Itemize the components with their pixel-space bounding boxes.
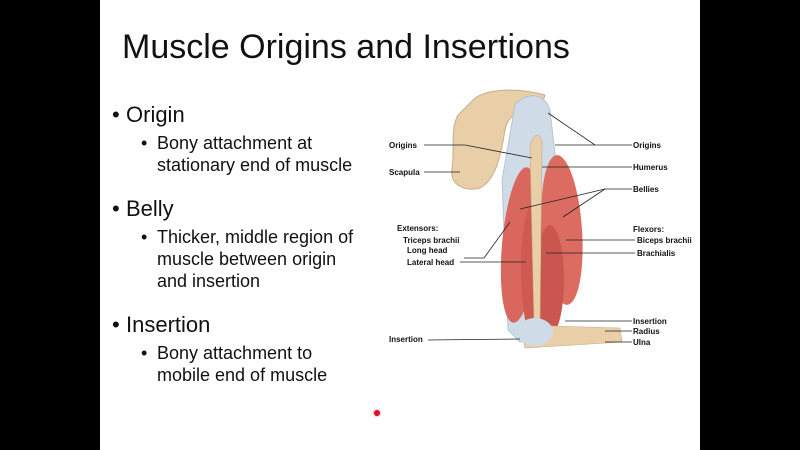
slide: Muscle Origins and Insertions •Origin •B… — [100, 0, 700, 450]
sub-bullet-origin: • Bony attachment at stationary end of mu… — [141, 132, 352, 176]
label-ulna: Ulna — [633, 338, 651, 347]
bullet-label: Insertion — [126, 312, 211, 337]
bullet-icon: • — [141, 343, 148, 363]
label-triceps: Triceps brachii — [403, 236, 459, 245]
bullet-belly: •Belly — [112, 196, 174, 222]
sub-bullet-text: Bony attachment at stationary end of mus… — [157, 133, 353, 175]
bullet-insertion: •Insertion — [112, 312, 210, 338]
label-biceps: Biceps brachii — [637, 236, 692, 245]
sub-bullet-text: Bony attachment to mobile end of muscle — [157, 343, 328, 385]
label-insertion-left: Insertion — [389, 335, 423, 344]
label-bellies: Bellies — [633, 185, 659, 194]
bullet-origin: •Origin — [112, 102, 185, 128]
bullet-icon: • — [141, 133, 148, 153]
bullet-icon: • — [112, 102, 120, 127]
bullet-label: Origin — [126, 102, 185, 127]
bullet-icon: • — [141, 227, 148, 247]
bullet-label: Belly — [126, 196, 174, 221]
label-humerus: Humerus — [633, 163, 668, 172]
label-origins-left: Origins — [389, 141, 418, 150]
sub-bullet-insertion: • Bony attachment to mobile end of muscle — [141, 342, 327, 386]
scapula-shape — [451, 89, 546, 190]
laser-pointer-cursor — [374, 410, 380, 416]
label-long-head: Long head — [407, 246, 448, 255]
label-origins-right: Origins — [633, 141, 662, 150]
sub-bullet-belly: • Thicker, middle region of muscle betwee… — [141, 226, 353, 292]
label-lateral-head: Lateral head — [407, 258, 454, 267]
label-insertion-right: Insertion — [633, 317, 667, 326]
humerus-shape — [529, 135, 543, 323]
label-scapula: Scapula — [389, 168, 420, 177]
brachialis — [536, 225, 564, 335]
label-brachialis: Brachialis — [637, 249, 676, 258]
label-radius: Radius — [633, 327, 660, 336]
bullet-icon: • — [112, 196, 120, 221]
label-extensors: Extensors: — [397, 224, 438, 233]
arm-muscle-diagram: Origins Scapula Extensors: Triceps brach… — [389, 89, 692, 349]
slide-title: Muscle Origins and Insertions — [122, 28, 570, 66]
label-flexors: Flexors: — [633, 225, 664, 234]
elbow-tendon — [517, 318, 553, 346]
sub-bullet-text: Thicker, middle region of muscle between… — [157, 227, 354, 291]
leader-lines — [424, 112, 635, 343]
bullet-icon: • — [112, 312, 120, 337]
